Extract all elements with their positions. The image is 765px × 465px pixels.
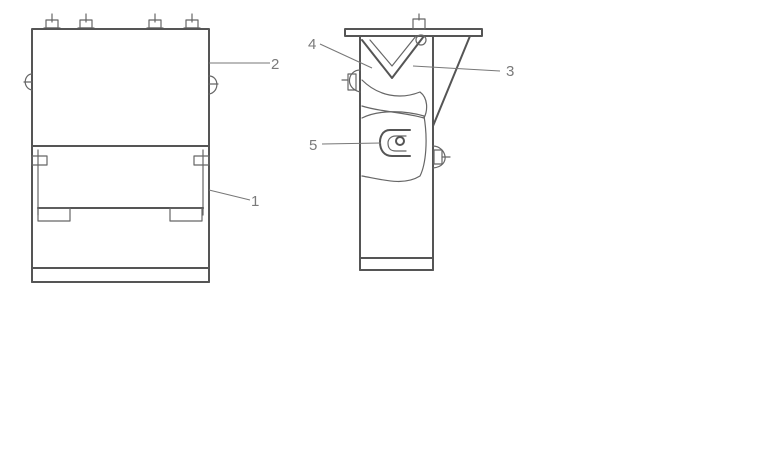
side-view — [319, 13, 501, 271]
bolt-icon — [43, 13, 61, 29]
callout-5: 5 — [309, 137, 317, 154]
left-knob-icon — [24, 73, 33, 91]
callout-4: 4 — [308, 36, 316, 53]
bolt-icon — [183, 13, 201, 29]
callout-2: 2 — [271, 56, 279, 73]
callout-3: 3 — [506, 63, 514, 80]
bolt-icon — [412, 13, 426, 30]
bolt-icon — [77, 13, 95, 29]
top-bolts — [43, 13, 201, 29]
cutout-region — [361, 111, 427, 183]
right-knob-icon — [208, 75, 218, 95]
v-insert — [361, 34, 427, 79]
front-view — [23, 13, 270, 283]
bolt-icon — [146, 13, 164, 29]
upper-housing — [31, 28, 210, 147]
left-side-knob-icon — [341, 69, 361, 93]
top-plate — [344, 28, 483, 37]
lower-frame — [31, 145, 210, 283]
callout-1: 1 — [251, 193, 259, 210]
right-side-knob-icon — [432, 145, 451, 169]
bearing-icon — [379, 129, 411, 157]
